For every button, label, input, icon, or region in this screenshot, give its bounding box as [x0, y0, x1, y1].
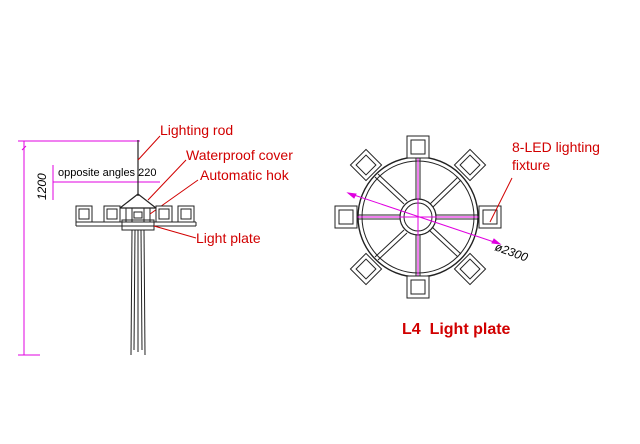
diameter-label: ø2300: [493, 240, 530, 265]
pole-side-view: 1200 opposite angles 220 Lighting rod Wa…: [18, 122, 293, 356]
fixture-bottom-right: [453, 252, 487, 286]
fixture-left: [334, 205, 358, 229]
fixture-top: [406, 135, 430, 159]
fixture-label-line2: fixture: [512, 157, 550, 173]
height-dimension: [18, 140, 140, 356]
fixture-bottom-left: [349, 252, 383, 286]
fixture-label-line1: 8-LED lighting: [512, 139, 600, 155]
diameter-dimension: [346, 192, 502, 245]
plate-spokes: [358, 157, 478, 277]
plate-top-view: ø2300 8-LED lighting fixture: [334, 135, 600, 299]
side-fixtures: [75, 205, 195, 223]
top-fixtures: [334, 135, 502, 299]
opposite-angles-dimension: [52, 165, 160, 200]
light-plate-crossbar: [75, 219, 197, 231]
fixture-leader: [489, 177, 513, 223]
diagram-title: L4 Light plate: [402, 321, 511, 338]
waterproof-cover-leader: [147, 159, 187, 201]
light-plate-label: Light plate: [196, 230, 261, 246]
height-dim-label: 1200: [35, 173, 49, 200]
waterproof-cover: [118, 193, 158, 209]
waterproof-cover-label: Waterproof cover: [186, 147, 293, 163]
opposite-angles-label: opposite angles 220: [58, 167, 156, 179]
fixture-right: [478, 205, 502, 229]
light-plate-leader: [153, 225, 197, 239]
fixture-top-right: [453, 148, 487, 182]
pole: [130, 229, 146, 356]
fixture-top-left: [349, 148, 383, 182]
automatic-hok-label: Automatic hok: [200, 167, 290, 183]
lighting-rod-leader: [137, 135, 161, 161]
lighting-rod-label: Lighting rod: [160, 122, 233, 138]
fixture-bottom: [406, 275, 430, 299]
